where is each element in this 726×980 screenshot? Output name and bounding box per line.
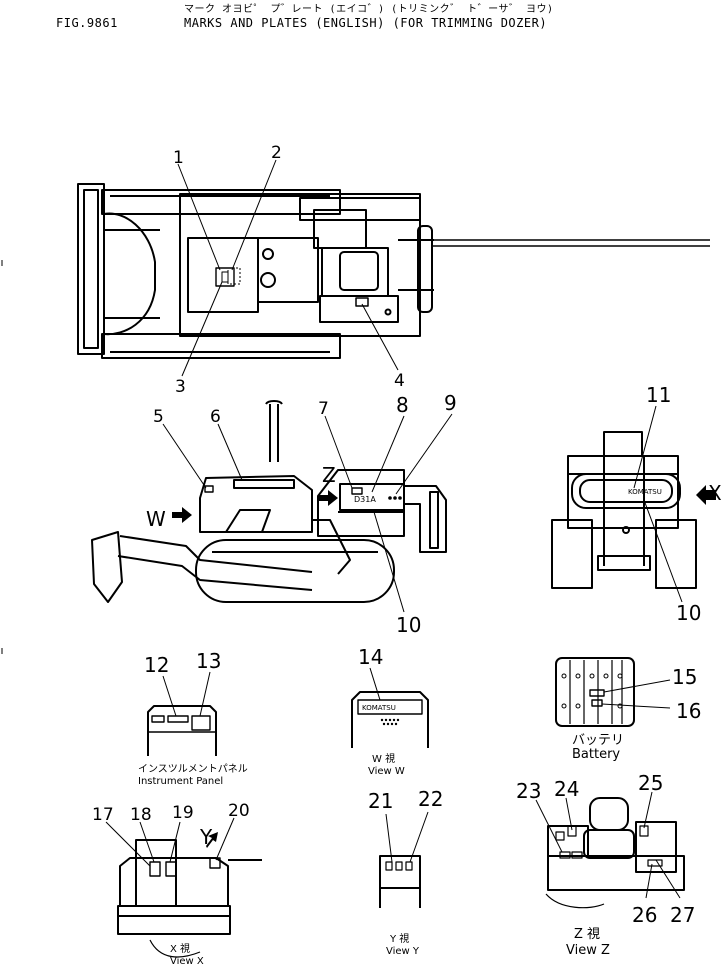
caption-view-w-jp: W 視 [372, 752, 395, 765]
callout-6: 6 [210, 407, 221, 427]
plate-7 [351, 487, 363, 495]
callout-26: 26 [632, 903, 657, 927]
callout-7: 7 [318, 399, 329, 419]
callout-21: 21 [368, 789, 393, 813]
leaders-view-x [105, 817, 235, 867]
callout-15: 15 [672, 665, 697, 689]
view-y-drawing [379, 855, 421, 908]
callout-23: 23 [516, 779, 541, 803]
view-arrow-w-icon [172, 507, 192, 523]
callout-13: 13 [196, 649, 221, 673]
view-arrow-y-icon [206, 832, 218, 848]
model-plate: D31A [354, 495, 376, 504]
caption-view-z-jp: Z 視 [574, 927, 600, 942]
callout-22: 22 [418, 787, 443, 811]
view-w-dots [380, 718, 400, 726]
brand-plate-front: KOMATSU [362, 704, 396, 712]
callout-10-side: 10 [396, 613, 421, 637]
callout-12: 12 [144, 653, 169, 677]
callout-18: 18 [130, 805, 152, 825]
callout-10-rear: 10 [676, 601, 701, 625]
view-z-drawing [545, 797, 685, 909]
view-arrow-y-label: Y [199, 825, 213, 849]
view-arrow-x-icon [696, 485, 716, 505]
caption-battery-jp: バッテリ [572, 733, 624, 748]
caption-view-x-en: View X [170, 956, 204, 967]
callout-27: 27 [670, 903, 695, 927]
caption-view-y-jp: Y 視 [389, 932, 409, 945]
leaders-view-y [385, 811, 429, 863]
view-x-drawing [117, 839, 262, 958]
callout-19: 19 [172, 803, 194, 823]
callout-17: 17 [92, 805, 114, 825]
instrument-panel [147, 705, 217, 756]
rear-view-dozer [551, 431, 697, 589]
view-arrow-x-label: X [708, 481, 722, 505]
callout-20: 20 [228, 801, 250, 821]
callout-25: 25 [638, 771, 663, 795]
leaders-instrument [162, 671, 211, 717]
view-arrow-z-icon [318, 490, 338, 506]
leaders-battery [601, 679, 671, 709]
callout-5: 5 [153, 407, 164, 427]
callout-9: 9 [444, 391, 457, 415]
callout-8: 8 [396, 393, 409, 417]
callout-1: 1 [173, 148, 184, 168]
callout-3: 3 [175, 377, 186, 397]
side-view-dozer [91, 400, 447, 603]
caption-battery-en: Battery [572, 747, 620, 762]
title-english: MARKS AND PLATES (ENGLISH) (FOR TRIMMING… [184, 16, 548, 30]
leaders-side [162, 413, 453, 613]
caption-view-x-jp: X 視 [170, 942, 190, 955]
caption-view-z-en: View Z [566, 943, 610, 958]
callout-11: 11 [646, 383, 671, 407]
callout-2: 2 [271, 143, 282, 163]
caption-view-w-en: View W [368, 766, 405, 777]
leaders-top [177, 159, 399, 377]
leaders-rear [633, 405, 683, 603]
battery [555, 657, 635, 727]
caption-instrument-en: Instrument Panel [138, 776, 223, 787]
callout-4: 4 [394, 371, 405, 391]
leaders-view-z [535, 791, 681, 899]
view-arrow-z-label: Z [322, 463, 336, 487]
view-w-panel [351, 691, 429, 748]
figure-number: FIG.9861 [56, 16, 118, 30]
plate-5 [204, 485, 214, 493]
caption-view-y-en: View Y [386, 946, 420, 957]
callout-14: 14 [358, 645, 383, 669]
callout-24: 24 [554, 777, 579, 801]
caption-instrument-jp: インスツルメントパネル [138, 763, 248, 775]
battery-holes [561, 673, 623, 709]
top-view-dozer [77, 183, 710, 359]
view-arrow-w-label: W [146, 507, 166, 531]
title-japanese: マーク オヨビ゜ プ゛レート (エイコ゛) (トリミンク゛ ト゛ーサ゛ ヨウ) [184, 4, 554, 15]
callout-16: 16 [676, 699, 701, 723]
brand-plate-rear: KOMATSU [628, 488, 662, 496]
